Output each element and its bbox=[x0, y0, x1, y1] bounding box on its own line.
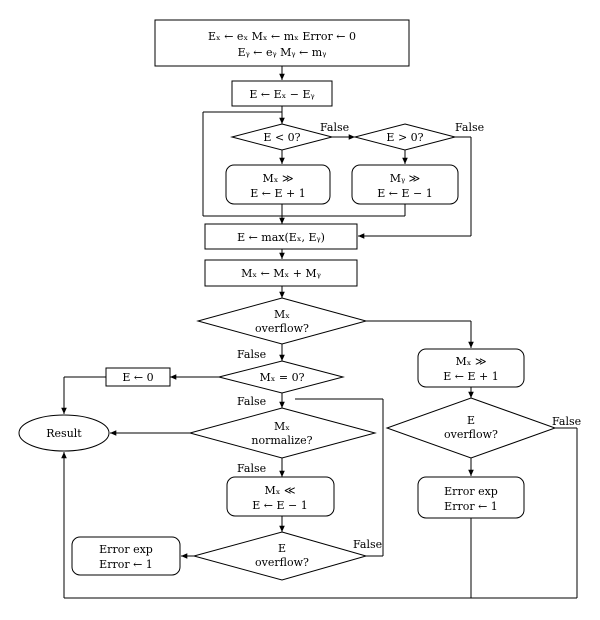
shift-right-overflow-line-2: E ← E + 1 bbox=[443, 370, 498, 383]
decision-mx-overflow: Mₓ overflow? bbox=[196, 297, 368, 345]
false-label-mx-zero: False bbox=[237, 395, 266, 408]
error-box-right: Error exp Error ← 1 bbox=[417, 476, 525, 519]
error-left-line-2: Error ← 1 bbox=[99, 558, 153, 571]
error-box-left: Error exp Error ← 1 bbox=[71, 536, 181, 576]
decision-mx-normalize-line-2: normalize? bbox=[251, 434, 312, 447]
init-line-1: Eₓ ← eₓ Mₓ ← mₓ Error ← 0 bbox=[208, 30, 356, 43]
false-label-e-less-than-zero: False bbox=[320, 121, 349, 134]
decision-e-greater-than-zero: E > 0? bbox=[353, 123, 457, 151]
decision-e-overflow-right-line-1: E bbox=[467, 414, 475, 427]
edge-labels: False False False False False False Fals… bbox=[237, 121, 581, 551]
init-line-2: Eᵧ ← eᵧ Mᵧ ← mᵧ bbox=[238, 46, 327, 59]
decision-mx-overflow-line-2: overflow? bbox=[255, 322, 309, 335]
decision-mx-normalize-line-1: Mₓ bbox=[274, 420, 290, 433]
exponent-difference-box: E ← Eₓ − Eᵧ bbox=[231, 80, 333, 107]
decision-mx-zero: Mₓ = 0? bbox=[218, 360, 345, 394]
false-label-mx-overflow: False bbox=[237, 348, 266, 361]
shift-left-line-1: Mₓ ≪ bbox=[265, 484, 296, 497]
connectors bbox=[61, 66, 578, 599]
decision-e-overflow-right: E overflow? bbox=[385, 397, 557, 459]
decision-e-greater-than-zero-text: E > 0? bbox=[386, 131, 423, 144]
false-label-e-overflow-left: False bbox=[353, 538, 382, 551]
shift-mx-line-2: E ← E + 1 bbox=[250, 187, 305, 200]
false-label-e-greater-than-zero: False bbox=[455, 121, 484, 134]
shift-right-overflow-box: Mₓ ≫ E ← E + 1 bbox=[417, 348, 525, 388]
result-text: Result bbox=[46, 427, 82, 440]
shift-mx-line-1: Mₓ ≫ bbox=[263, 172, 294, 185]
exponent-max-text: E ← max(Eₓ, Eᵧ) bbox=[237, 231, 325, 244]
error-left-line-1: Error exp bbox=[99, 543, 153, 556]
decision-e-less-than-zero: E < 0? bbox=[230, 123, 334, 151]
shift-right-overflow-line-1: Mₓ ≫ bbox=[456, 355, 487, 368]
false-label-e-overflow-right: False bbox=[552, 415, 581, 428]
exponent-max-box: E ← max(Eₓ, Eᵧ) bbox=[204, 223, 358, 250]
decision-e-less-than-zero-text: E < 0? bbox=[263, 131, 300, 144]
decision-e-overflow-left: E overflow? bbox=[192, 531, 368, 581]
init-box: Eₓ ← eₓ Mₓ ← mₓ Error ← 0 Eᵧ ← eᵧ Mᵧ ← m… bbox=[154, 19, 410, 67]
mantissa-add-text: Mₓ ← Mₓ + Mᵧ bbox=[241, 267, 321, 280]
exponent-zero-text: E ← 0 bbox=[122, 371, 153, 384]
shift-mx-box: Mₓ ≫ E ← E + 1 bbox=[225, 164, 331, 205]
shift-my-box: Mᵧ ≫ E ← E − 1 bbox=[351, 164, 459, 205]
mantissa-add-box: Mₓ ← Mₓ + Mᵧ bbox=[204, 259, 358, 287]
decision-mx-overflow-line-1: Mₓ bbox=[274, 308, 290, 321]
shift-left-box: Mₓ ≪ E ← E − 1 bbox=[226, 476, 335, 517]
decision-e-overflow-right-line-2: overflow? bbox=[444, 428, 498, 441]
exponent-difference-text: E ← Eₓ − Eᵧ bbox=[249, 88, 314, 101]
decision-e-overflow-left-line-1: E bbox=[278, 542, 286, 555]
decision-mx-zero-text: Mₓ = 0? bbox=[259, 371, 304, 384]
decision-mx-normalize: Mₓ normalize? bbox=[188, 407, 377, 459]
result-terminal: Result bbox=[18, 414, 110, 452]
error-right-line-1: Error exp bbox=[444, 485, 498, 498]
shift-my-line-1: Mᵧ ≫ bbox=[390, 172, 420, 185]
shift-left-line-2: E ← E − 1 bbox=[252, 499, 307, 512]
false-label-mx-normalize: False bbox=[237, 462, 266, 475]
exponent-zero-box: E ← 0 bbox=[105, 367, 171, 387]
decision-e-overflow-left-line-2: overflow? bbox=[255, 556, 309, 569]
shift-my-line-2: E ← E − 1 bbox=[377, 187, 432, 200]
error-right-line-2: Error ← 1 bbox=[444, 500, 498, 513]
